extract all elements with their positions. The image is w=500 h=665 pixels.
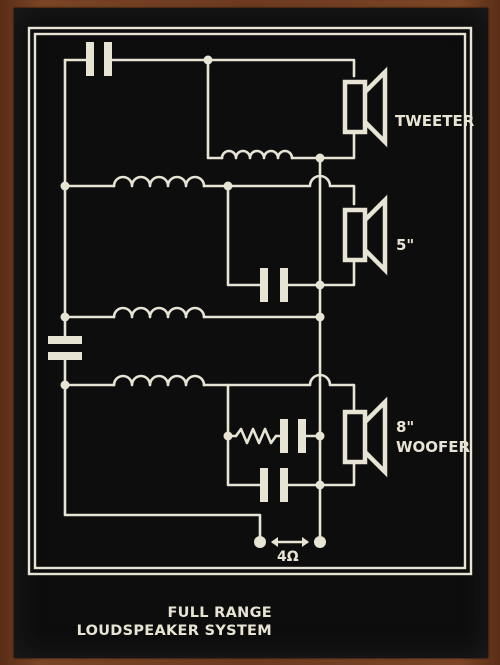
speaker-icon [342, 396, 388, 478]
midrange-label: 5" [396, 236, 414, 254]
left-bus [63, 58, 262, 544]
caption-line-1: FULL RANGE [167, 605, 272, 621]
outer-frame [27, 26, 473, 576]
nameplate [14, 8, 488, 658]
inductor-icon [112, 306, 206, 319]
woofer-shunt-branch [63, 306, 322, 319]
resistor-icon [234, 427, 278, 445]
woofer-branch [63, 373, 356, 502]
caption: FULL RANGE LOUDSPEAKER SYSTEM [0, 604, 272, 640]
capacitor-icon [260, 468, 288, 502]
tweeter-branch [63, 42, 356, 160]
caption-line-2: LOUDSPEAKER SYSTEM [76, 623, 272, 639]
junction-dots [60, 55, 325, 490]
speaker-icon [342, 66, 388, 148]
speaker-icon [342, 194, 388, 276]
midrange-branch [63, 174, 356, 302]
woofer-label: WOOFER [396, 438, 471, 456]
inductor-icon [112, 374, 206, 387]
capacitor-icon [86, 42, 112, 76]
inner-frame [33, 32, 467, 570]
woofer-size-label: 8" [396, 418, 414, 436]
capacitor-icon [48, 336, 82, 360]
tweeter-label: TWEETER [395, 112, 475, 130]
terminal-icon [254, 536, 326, 548]
capacitor-icon [280, 419, 306, 453]
impedance-label: 4Ω [277, 549, 299, 565]
inductor-icon [112, 175, 206, 188]
capacitor-icon [260, 268, 288, 302]
inductor-icon [220, 149, 294, 160]
